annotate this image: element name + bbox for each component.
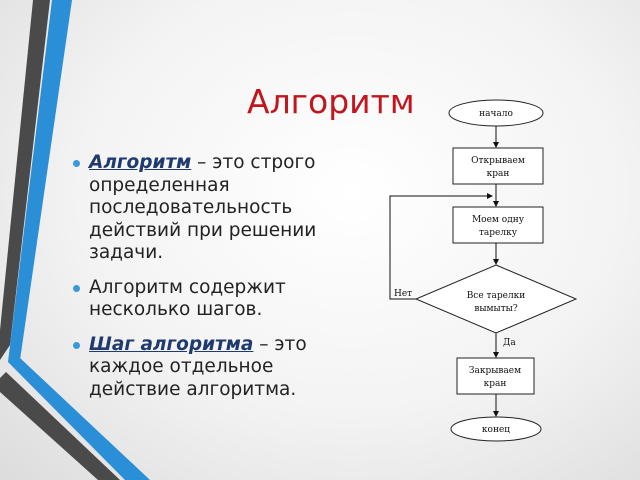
- bullet-text: – это строго определенная последовательн…: [89, 152, 317, 263]
- term: Шаг алгоритма: [89, 333, 254, 355]
- step-label: Закрываем: [469, 366, 521, 376]
- process-open-tap: [452, 147, 544, 185]
- decision-label: вымыты?: [474, 304, 518, 314]
- slide-title: Алгоритм: [247, 82, 415, 121]
- yes-label: Да: [503, 338, 516, 348]
- step-label: кран: [487, 169, 510, 179]
- loop-back-arrow: [389, 193, 493, 300]
- term: Алгоритм: [89, 152, 192, 173]
- step-label: Открываем: [471, 156, 525, 166]
- step-label: тарелку: [479, 228, 518, 238]
- decision-label: Все тарелки: [467, 291, 526, 301]
- bullet-item: Шаг алгоритма – это каждое отдельное дей…: [72, 334, 362, 402]
- start-label: начало: [479, 109, 513, 119]
- bullet-item: Алгоритм содержит несколько шагов.: [72, 277, 362, 322]
- bullet-text: – это каждое отдельное действие алгоритм…: [89, 333, 307, 400]
- end-label: конец: [482, 425, 510, 435]
- bullet-text: Алгоритм содержит несколько шагов.: [89, 276, 286, 321]
- process-wash-plate: [452, 206, 544, 244]
- end-node: [450, 416, 542, 442]
- step-label: Моем одну: [472, 215, 525, 225]
- bullet-list: Алгоритм – это строго определенная после…: [72, 152, 362, 413]
- no-label: Нет: [394, 289, 412, 299]
- step-label: кран: [484, 379, 507, 389]
- flowchart: начало Открываем кран Моем одну тарелку …: [389, 99, 578, 442]
- bullet-item: Алгоритм – это строго определенная после…: [72, 152, 362, 265]
